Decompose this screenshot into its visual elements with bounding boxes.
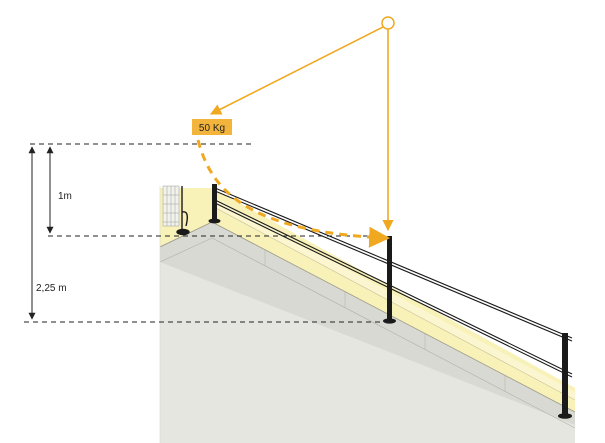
swing-trajectory xyxy=(196,139,391,248)
label-1m: 1m xyxy=(58,191,72,202)
pendulum-release-line xyxy=(210,26,384,115)
corner-mesh-panel xyxy=(162,185,180,227)
guardrail xyxy=(208,184,573,419)
weight-label: 50 Kg xyxy=(199,123,225,134)
corner-gate xyxy=(176,186,190,236)
parapet-top-highlight xyxy=(212,196,575,400)
parapet-seams xyxy=(264,250,506,392)
guardrail-post-right xyxy=(558,333,572,419)
pivot-point xyxy=(381,16,395,30)
guardrail-top-rail xyxy=(214,187,573,342)
guardrail-post-left xyxy=(208,184,221,224)
drop-test-rig: 50 Kg xyxy=(192,16,395,248)
dimension-lines: 1m 2,25 m xyxy=(24,143,390,323)
label-225m: 2,25 m xyxy=(36,283,67,294)
parapet-top-yellow xyxy=(160,188,575,412)
guardrail-mid-rail xyxy=(214,199,573,378)
roof-structure xyxy=(159,185,576,443)
weight-label-box: 50 Kg xyxy=(192,119,232,135)
